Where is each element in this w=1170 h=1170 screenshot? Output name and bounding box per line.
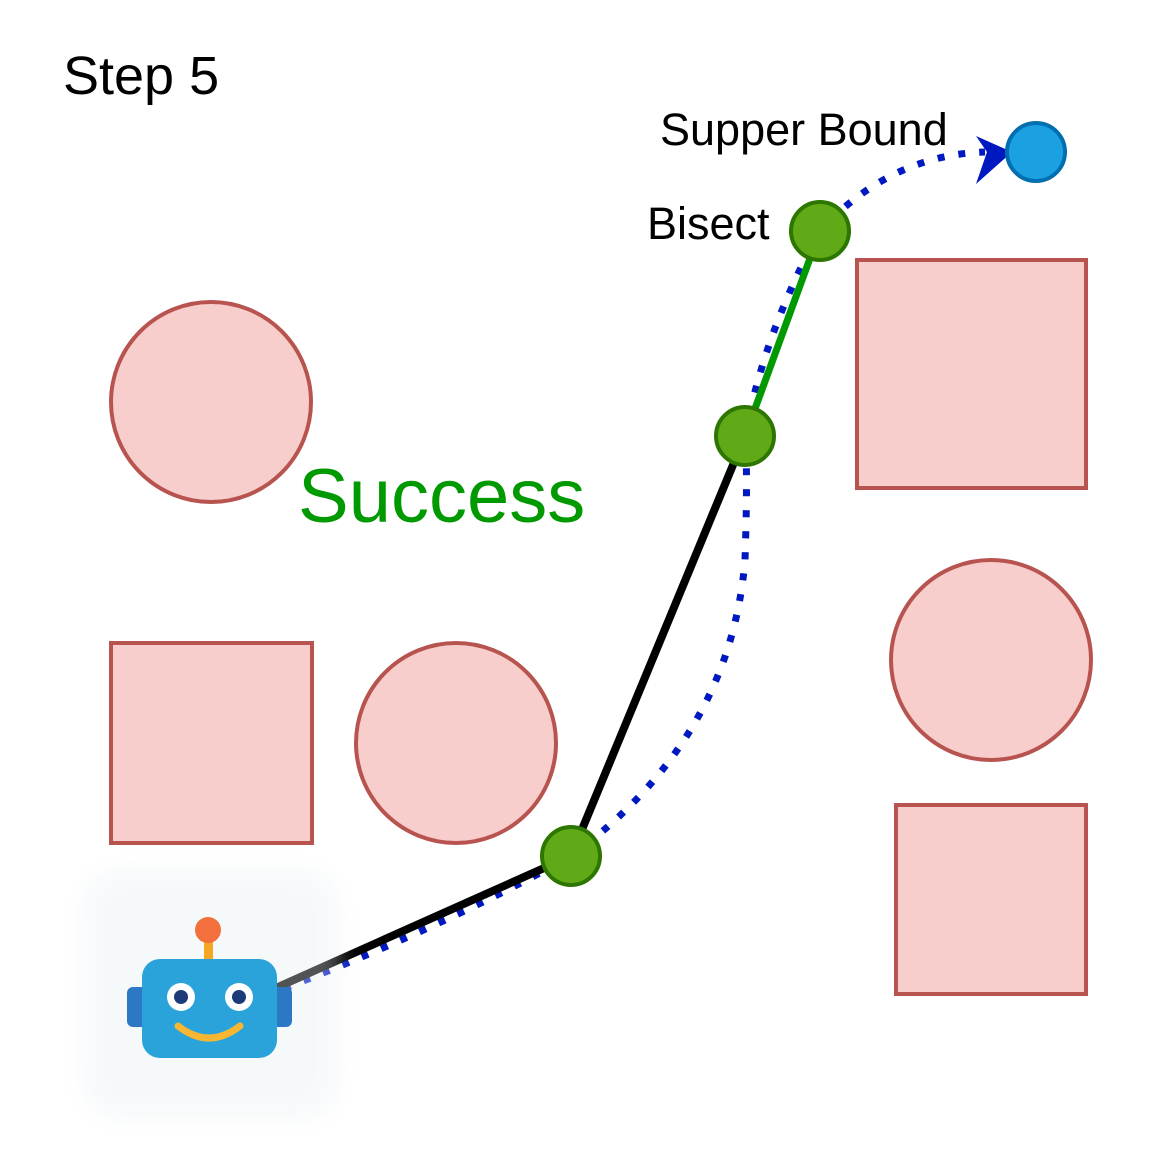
obstacles: [109, 258, 1093, 996]
obstacle-circle: [889, 558, 1093, 762]
obstacle-square: [109, 641, 314, 845]
waypoint-node: [540, 825, 602, 887]
bisect-label: Bisect: [647, 198, 770, 249]
goal-node: [1005, 121, 1067, 183]
waypoint-node: [714, 405, 776, 467]
bisect-node: [789, 200, 851, 262]
obstacle-square: [855, 258, 1088, 490]
obstacle-square: [894, 803, 1088, 996]
robot-icon: [82, 868, 340, 1120]
status-label: Success: [298, 454, 585, 539]
upper-bound-label: Supper Bound: [660, 104, 948, 155]
obstacle-circle: [109, 300, 313, 504]
waypoints: [540, 200, 851, 887]
arrowhead-icon: [976, 136, 1012, 184]
bisect-segment: [741, 229, 824, 438]
step-label: Step 5: [63, 46, 219, 106]
obstacle-circle: [354, 641, 558, 845]
